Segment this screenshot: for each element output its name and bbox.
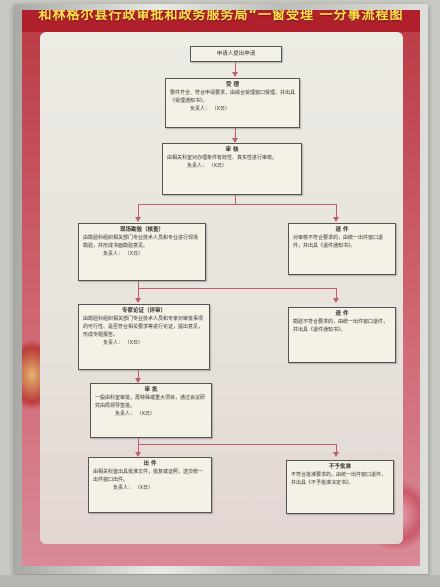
start-box: 申请人提出申请 xyxy=(190,46,282,62)
wall-below-frame xyxy=(0,575,440,587)
issue-title: 出 件 xyxy=(143,461,157,467)
reject-title: 不予批准 xyxy=(328,464,351,470)
accept-responsible: 负责人： （X日） xyxy=(190,106,231,112)
branch2-left-drop xyxy=(138,288,139,300)
return2-title: 退 件 xyxy=(335,311,349,317)
issue-body: 由相关科室出具批准文件，批复或证照，送交统一出件窗口出件。 xyxy=(93,469,204,483)
branch2-right-drop xyxy=(336,288,337,300)
expert-body: 由勘验科组织相关部门专业技术人员和专家对审批事项的可行性、是否符合相关要求等进行… xyxy=(83,316,204,338)
poster-title: 和林格尔县行政审批和政务服务局“一窗受理 一分事流程图 xyxy=(38,10,404,23)
arrow-to-inspect xyxy=(135,217,141,222)
arrow-to-return1 xyxy=(333,217,339,222)
inspect-title: 现场勘验（核查） xyxy=(119,227,164,233)
inspect-box: 现场勘验（核查） 由勘验科组织相关部门专业技术人员和专业进行现场勘验，并形成书面… xyxy=(78,223,206,281)
arrow-to-return2 xyxy=(333,298,339,303)
arrow-start-accept xyxy=(232,72,238,77)
connector-approve-branch xyxy=(138,438,139,444)
flowchart-panel: 申请人提出申请 受 理 要件齐全、符合申请要求，由综合受理窗口受理，并出具《受理… xyxy=(40,32,403,544)
poster: 和林格尔县行政审批和政务服务局“一窗受理 一分事流程图 申请人提出申请 受 理 … xyxy=(22,10,420,566)
expert-box: 专家论证（评审） 由勘验科组织相关部门专业技术人员和专家对审批事项的可行性、是否… xyxy=(78,304,210,370)
arrow-to-expert xyxy=(135,298,141,303)
approve-box: 审 批 一般由科室审批，再特殊或重大项目，通过会议研究由局领导签批。 负责人： … xyxy=(90,383,212,438)
reject-body: 不符合批准要求的，由统一出件窗口退件，并出具《不予批准决定书》。 xyxy=(291,472,387,486)
start-label: 申请人提出申请 xyxy=(216,51,256,57)
return1-title: 退 件 xyxy=(335,227,349,233)
approve-title: 审 批 xyxy=(144,387,158,393)
issue-box: 出 件 由相关科室出具批准文件，批复或证照，送交统一出件窗口出件。 负责人： （… xyxy=(88,457,212,513)
connector-expert-approve xyxy=(138,370,139,380)
return2-box: 退 件 勘验不符合要求的，由统一出件窗口退件，并出具《退件通知书》。 xyxy=(288,307,396,363)
branch1-horizontal xyxy=(138,204,337,205)
arrow-expert-approve xyxy=(135,378,141,383)
approve-responsible: 负责人： （X日） xyxy=(115,411,156,417)
return1-body: 对审核不符合要求的，由统一出件窗口退件，并出具《退件通知书》。 xyxy=(293,235,384,249)
expert-title: 专家论证（评审） xyxy=(121,308,166,314)
arrow-to-reject xyxy=(333,452,339,457)
approve-body: 一般由科室审批，再特殊或重大项目，通过会议研究由局领导签批。 xyxy=(95,395,206,409)
connector-review-branch xyxy=(235,195,236,204)
review-title: 审 核 xyxy=(225,147,239,153)
return2-body: 勘验不符合要求的，由统一出件窗口退件，并出具《退件通知书》。 xyxy=(293,319,389,333)
connector-inspect-branch xyxy=(138,281,139,288)
title-band xyxy=(22,10,420,32)
connector-start-accept xyxy=(235,62,236,74)
review-body: 由相关科室对办理条件有效性、真实性进行审核。 xyxy=(167,155,278,161)
issue-responsible: 负责人： （X日） xyxy=(113,485,154,491)
branch3-horizontal xyxy=(138,444,337,445)
branch2-horizontal xyxy=(138,288,337,289)
inspect-responsible: 负责人： （X日） xyxy=(103,251,144,257)
return1-box: 退 件 对审核不符合要求的，由统一出件窗口退件，并出具《退件通知书》。 xyxy=(288,223,396,275)
arrow-to-issue xyxy=(135,452,141,457)
connector-accept-review xyxy=(235,128,236,140)
accept-title: 受 理 xyxy=(226,82,239,88)
branch3-right-drop xyxy=(336,444,337,454)
arrow-accept-review xyxy=(232,138,238,143)
accept-box: 受 理 要件齐全、符合申请要求，由综合受理窗口受理，并出具《受理通知书》。 负责… xyxy=(165,78,300,128)
review-responsible: 负责人： （X日） xyxy=(187,163,228,169)
branch3-left-drop xyxy=(138,444,139,454)
review-box: 审 核 由相关科室对办理条件有效性、真实性进行审核。 负责人： （X日） xyxy=(162,143,302,195)
accept-body: 要件齐全、符合申请要求，由综合受理窗口受理，并出具《受理通知书》。 xyxy=(170,90,296,104)
expert-responsible: 负责人： （X日） xyxy=(103,340,144,346)
branch1-right-drop xyxy=(336,204,337,218)
inspect-body: 由勘验科组织相关部门专业技术人员和专业进行现场勘验，并形成书面勘验意见。 xyxy=(83,235,199,249)
branch1-left-drop xyxy=(138,204,139,218)
reject-box: 不予批准 不符合批准要求的，由统一出件窗口退件，并出具《不予批准决定书》。 xyxy=(286,460,394,514)
